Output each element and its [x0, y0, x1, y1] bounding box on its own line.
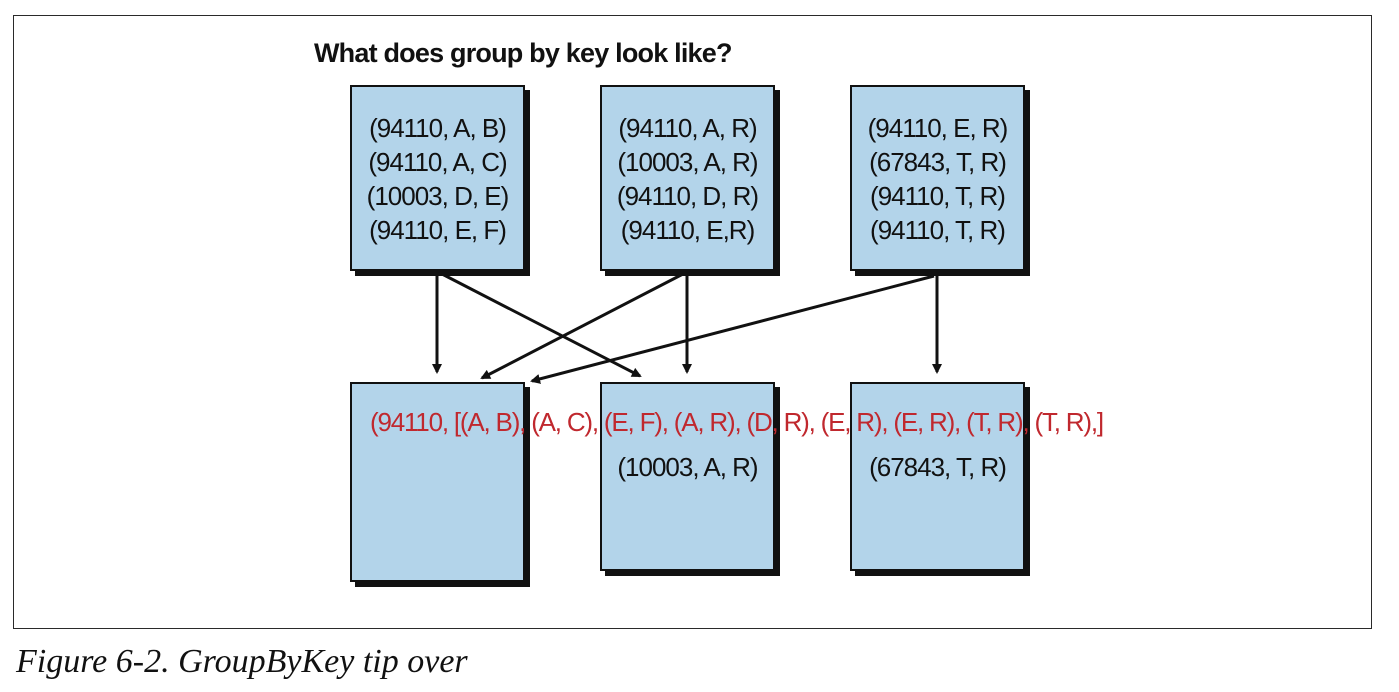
source-box-3-line-1: (94110, E, R)	[867, 113, 1009, 143]
source-box-1: (94110, A, B) (94110, A, C) (10003, D, E…	[350, 85, 525, 271]
diagram-title: What does group by key look like?	[314, 38, 732, 68]
source-box-3-line-2: (67843, T, R)	[869, 147, 1007, 177]
target-box-1	[350, 382, 525, 582]
figure-caption: Figure 6-2. GroupByKey tip over	[16, 643, 468, 680]
target-box-2-line-1: (10003, A, R)	[617, 452, 758, 482]
source-box-2-line-1: (94110, A, R)	[618, 113, 757, 143]
source-box-1-line-4: (94110, E, F)	[369, 215, 507, 245]
source-box-3-line-3: (94110, T, R)	[870, 181, 1006, 211]
source-box-2: (94110, A, R) (10003, A, R) (94110, D, R…	[600, 85, 775, 271]
source-box-1-line-1: (94110, A, B)	[369, 113, 507, 143]
source-box-1-line-2: (94110, A, C)	[368, 147, 507, 177]
arrow-box1-to-target2	[441, 272, 642, 378]
source-box-2-line-4: (94110, E,R)	[620, 215, 755, 245]
arrow-box2-to-target1	[480, 272, 684, 380]
source-box-1-line-3: (10003, D, E)	[366, 181, 510, 211]
target-box-3: (67843, T, R)	[850, 382, 1025, 571]
source-box-2-line-3: (94110, D, R)	[616, 181, 759, 211]
source-box-3: (94110, E, R) (67843, T, R) (94110, T, R…	[850, 85, 1025, 271]
grouped-result-text: (94110, [(A, B), (A, C), (E, F), (A, R),…	[370, 407, 1104, 437]
target-box-2: (10003, A, R)	[600, 382, 775, 571]
source-box-2-line-2: (10003, A, R)	[617, 147, 758, 177]
source-box-3-line-4: (94110, T, R)	[870, 215, 1006, 245]
target-box-3-line-1: (67843, T, R)	[869, 452, 1007, 482]
arrow-box3-to-target1	[530, 274, 935, 384]
